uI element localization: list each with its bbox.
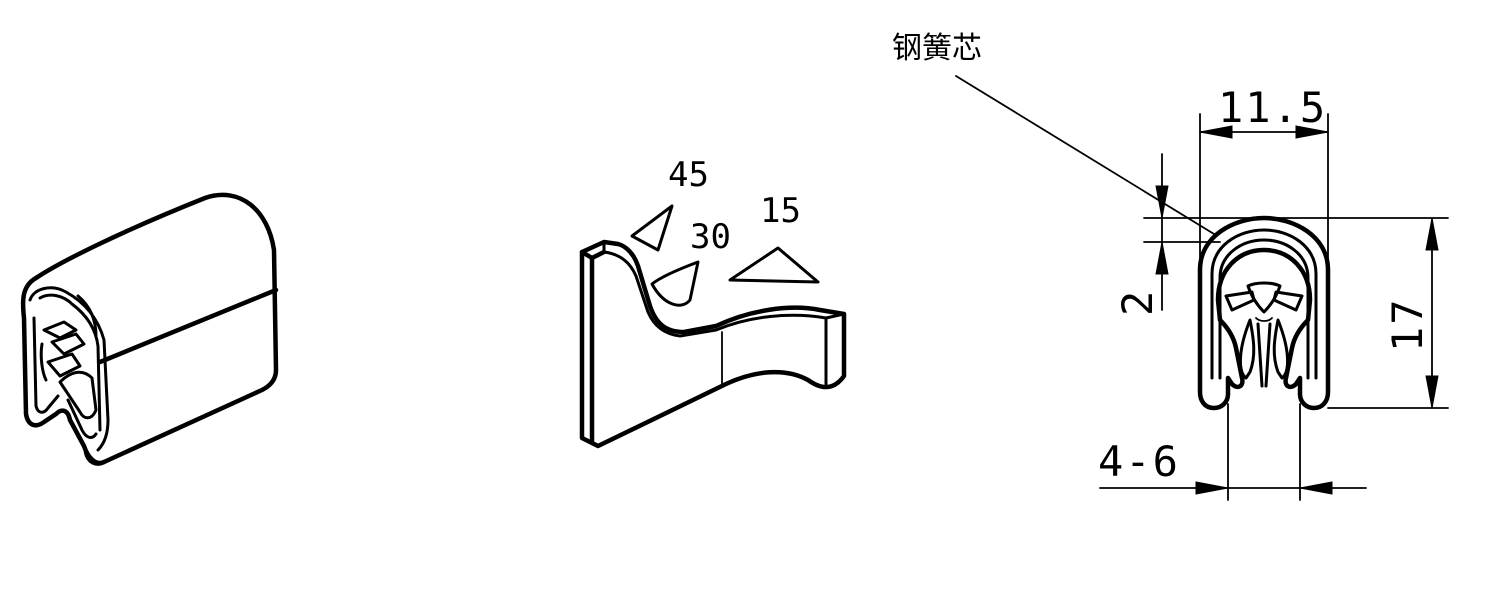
isometric-profile-view — [20, 192, 279, 466]
cross-section-view — [955, 75, 1449, 501]
width-dimension-label: 11.5 — [1218, 83, 1327, 132]
clamp-range-label: 4-6 — [1098, 437, 1180, 486]
lip-angle-detail — [579, 204, 847, 449]
angle-45-label: 45 — [668, 155, 709, 195]
angle-30-label: 30 — [690, 217, 731, 257]
angle-15-label: 15 — [760, 191, 801, 231]
steel-core-callout: 钢簧芯 — [892, 31, 982, 66]
core-thickness-label: 2 — [1113, 289, 1162, 316]
height-dimension-label: 17 — [1383, 297, 1432, 352]
